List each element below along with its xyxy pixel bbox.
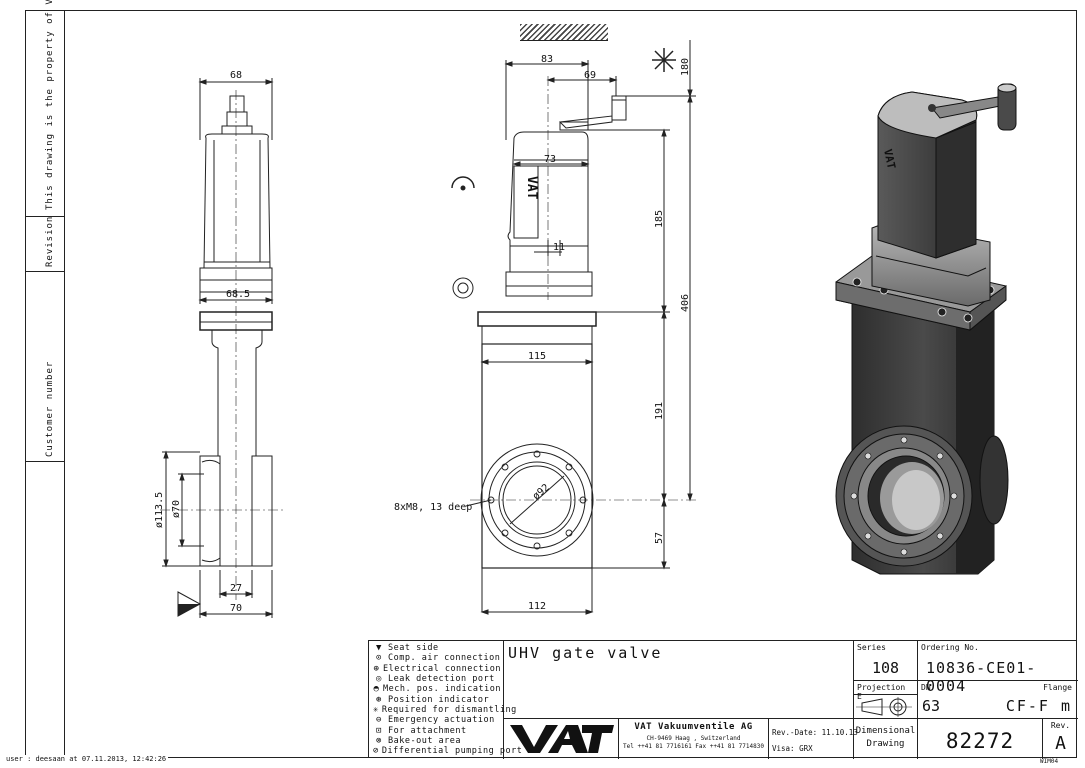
dim-112: 112 bbox=[528, 601, 546, 612]
bake-out-icon: ⊗ bbox=[376, 735, 382, 746]
title-block: ▼ Seat side ⊙ Comp. air connection ⊕Electr… bbox=[368, 640, 1078, 759]
emergency-icon: ⊖ bbox=[376, 715, 382, 726]
legend-label: Position indicator bbox=[388, 694, 490, 705]
projection-label: Projection E bbox=[854, 681, 918, 701]
vat-logo-mark bbox=[510, 725, 614, 753]
dim-27: 27 bbox=[230, 583, 242, 594]
dim-68: 68 bbox=[230, 70, 242, 81]
legend-label: Electrical connection bbox=[383, 663, 501, 674]
sidebar-strip: This drawing is the property of VAT. Rev… bbox=[25, 0, 65, 758]
dim-180: 180 bbox=[680, 58, 691, 76]
thread-note: 8xM8, 13 deep bbox=[394, 502, 472, 513]
dim-73: 73 bbox=[544, 154, 556, 165]
seat-side-icon: ▼ bbox=[376, 643, 382, 654]
legend-item: ⊕Electrical connection bbox=[373, 664, 501, 674]
legend-label: Comp. air connection bbox=[388, 653, 501, 664]
comp-air-icon: ⊙ bbox=[376, 653, 382, 664]
dim-68-5: 68.5 bbox=[226, 289, 250, 300]
customer-label: Customer number bbox=[45, 360, 55, 457]
legend-label: Differential pumping port bbox=[381, 746, 523, 757]
legend-label: Bake-out area bbox=[388, 735, 462, 746]
company-info: VAT Vakuumventile AG CH-9469 Haag , Swit… bbox=[619, 719, 769, 759]
legend-item: ⊙ Comp. air connection bbox=[373, 653, 501, 663]
dim-406: 406 bbox=[680, 294, 691, 312]
dismantling-star-icon bbox=[652, 48, 676, 72]
dim-113-5: ø113.5 bbox=[154, 492, 165, 528]
front-view: VAT 83 69 180 73 11 185 406 115 191 ø92 bbox=[394, 40, 696, 615]
customer-cell: Customer number bbox=[25, 272, 65, 462]
leak-detection-symbol bbox=[452, 277, 474, 299]
isometric-view: VAT bbox=[835, 83, 1017, 575]
side-view: 68 68.5 ø113.5 ø70 27 70 bbox=[154, 70, 286, 618]
dim-11: 11 bbox=[553, 242, 565, 253]
leak-detection-icon: ◎ bbox=[376, 674, 382, 685]
electrical-icon: ⊕ bbox=[373, 663, 380, 674]
revision-cell: Revision bbox=[25, 215, 65, 272]
series-value: 108 bbox=[854, 655, 918, 681]
revision-label: Revision bbox=[45, 215, 55, 267]
visa: Visa: GRX bbox=[772, 744, 813, 753]
sheet-code: WIM04 bbox=[1040, 758, 1059, 765]
dim-83: 83 bbox=[541, 54, 553, 65]
iso-vat-mark: VAT bbox=[881, 148, 898, 171]
rev-date: Rev.-Date: 11.10.13 bbox=[772, 728, 858, 737]
legend-label: Emergency actuation bbox=[388, 715, 495, 726]
legend-label: Required for dismantling bbox=[381, 704, 517, 715]
attachment-icon: ⊡ bbox=[376, 725, 382, 736]
dim-115: 115 bbox=[528, 351, 546, 362]
rev-label: Rev. bbox=[1050, 721, 1071, 730]
dim-57: 57 bbox=[654, 532, 665, 544]
legend-item: ⊡ For attachment bbox=[373, 725, 501, 736]
dim-191: 191 bbox=[654, 402, 665, 420]
legend-item: ◓Mech. pos. indication bbox=[373, 684, 501, 694]
actuator-vat-mark: VAT bbox=[524, 176, 539, 200]
dismantling-clearance-hatch bbox=[520, 24, 608, 41]
legend-item: ▼ Seat side bbox=[373, 643, 501, 653]
dismantling-icon: ✳ bbox=[373, 704, 379, 715]
legend-label: Seat side bbox=[388, 643, 439, 654]
legend-label: Mech. pos. indication bbox=[383, 684, 501, 695]
mech-pos-icon: ◓ bbox=[373, 684, 380, 695]
company-address: CH-9469 Haag , Switzerland bbox=[646, 735, 741, 742]
dn-label: DN bbox=[921, 683, 931, 692]
legend-item: ⊗ Bake-out area bbox=[373, 736, 501, 746]
rev-value: A bbox=[1055, 733, 1066, 754]
drawing-number: 82272 bbox=[918, 719, 1043, 759]
company-phone: Tel ++41 81 7716161 Fax ++41 81 7714830 bbox=[623, 743, 764, 750]
legend-item: ⊘Differential pumping port bbox=[373, 746, 522, 757]
legend-label: Leak detection port bbox=[388, 674, 495, 685]
drawing-frame bbox=[25, 10, 1077, 758]
legend-item: ⊖ Emergency actuation bbox=[373, 715, 501, 725]
company-name: VAT Vakuumventile AG bbox=[634, 722, 753, 732]
mech-pos-symbol bbox=[451, 176, 475, 191]
series-label: Series bbox=[854, 641, 918, 655]
dim-185: 185 bbox=[654, 210, 665, 228]
property-cell: This drawing is the property of VAT. bbox=[25, 0, 65, 217]
dim-92: ø92 bbox=[531, 482, 552, 502]
legend-item: ✳Required for dismantling bbox=[373, 704, 516, 715]
user-stamp: user : deesaan at 07.11.2013, 12:42:26 bbox=[4, 755, 169, 763]
dn-value: 63 bbox=[918, 695, 1078, 719]
property-note: This drawing is the property of VAT. bbox=[45, 0, 55, 210]
dimensional-drawing-label: Dimensional Drawing bbox=[854, 719, 918, 759]
diff-pumping-icon: ⊘ bbox=[373, 746, 379, 757]
dim-70-width: 70 bbox=[230, 603, 242, 614]
dim-70-bore: ø70 bbox=[171, 500, 182, 518]
revision-info: Rev.-Date: 11.10.13 Visa: GRX bbox=[769, 719, 858, 759]
ordering-label: Ordering No. bbox=[921, 643, 979, 652]
ordering-number: 10836-CE01-0004 bbox=[918, 655, 1078, 695]
vat-logo bbox=[504, 719, 619, 759]
legend-item: ◎ Leak detection port bbox=[373, 674, 501, 684]
flange-label: Flange bbox=[1043, 683, 1072, 692]
legend-item: ⊛ Position indicator bbox=[373, 694, 501, 705]
legend-label: For attachment bbox=[388, 725, 467, 736]
dim-69: 69 bbox=[584, 70, 596, 81]
position-indicator-icon: ⊛ bbox=[376, 694, 382, 705]
flange-value: CF-F m bbox=[1005, 697, 1072, 715]
drawing-title: UHV gate valve bbox=[504, 641, 854, 719]
projection-symbol-icon bbox=[854, 695, 918, 719]
symbol-legend: ▼ Seat side ⊙ Comp. air connection ⊕Electr… bbox=[369, 641, 522, 759]
